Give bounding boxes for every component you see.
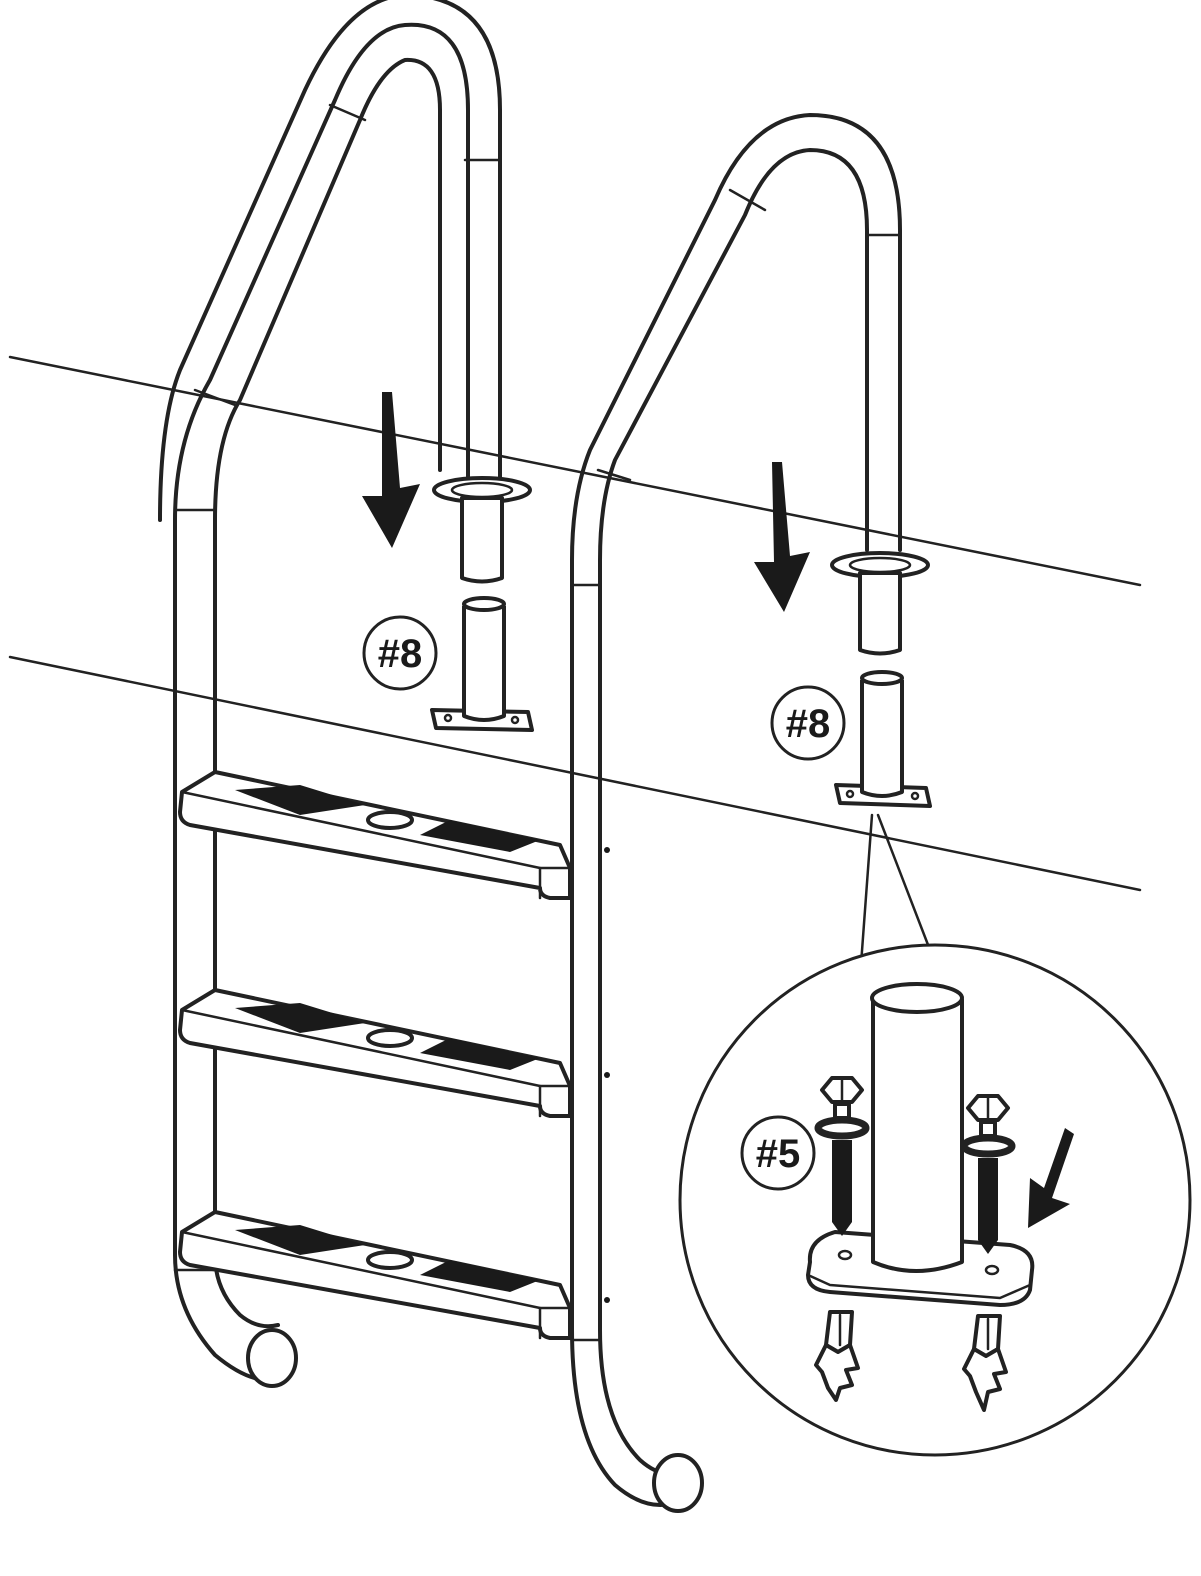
detail-right-bolt [960,1094,1016,1254]
callout-left-part: #8 [362,615,438,691]
right-down-arrow-icon [754,462,810,612]
ladder-step-2 [178,988,572,1118]
right-anchor-socket [834,670,932,808]
pool-wall-lines [8,355,1142,892]
detail-magnifier [678,943,1192,1457]
pool-deck-top-line [8,355,1142,587]
callout-right-part-label: #8 [786,702,831,746]
left-anchor-socket [430,596,534,732]
callout-bolt: #5 [740,1115,816,1191]
left-ladder-rail [158,0,502,1388]
ladder-step-3 [178,1210,572,1340]
callout-bolt-label: #5 [756,1132,801,1176]
pool-deck-bottom-line [8,655,1142,892]
right-rail-foot-cap [652,1453,704,1513]
callout-right-part: #8 [770,685,846,761]
detail-leader-lines [858,813,932,980]
callout-left-part-label: #8 [378,632,423,676]
left-rail-foot-cap [246,1328,298,1388]
detail-diagonal-arrow-icon [1028,1128,1074,1228]
right-rail-flange-insert [830,551,930,656]
right-ladder-rail [570,113,902,1513]
ladder-step-1 [178,770,572,900]
detail-left-wall-anchor [814,1310,860,1402]
detail-socket-tube [871,998,964,1273]
left-down-arrow-icon [362,392,420,548]
insert-arrows [362,392,810,612]
ladder-steps [178,770,572,1340]
detail-left-bolt [814,1076,870,1236]
left-rail-flange-insert [432,476,532,584]
detail-right-wall-anchor [962,1314,1008,1412]
